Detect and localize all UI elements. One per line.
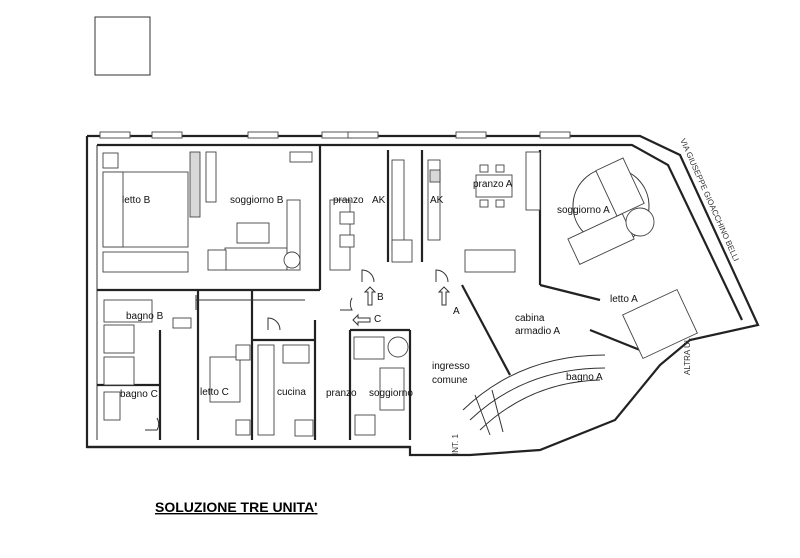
room-label-soggiorno-b: soggiorno B xyxy=(230,195,284,206)
legend-box xyxy=(94,16,151,76)
room-label-ak-left: AK xyxy=(372,195,386,206)
room-label-ak-right: AK xyxy=(430,195,444,206)
marker-a: A xyxy=(453,306,460,317)
door-swings xyxy=(145,269,449,431)
marker-b: B xyxy=(377,292,384,303)
plan-title: SOLUZIONE TRE UNITA' xyxy=(155,499,318,515)
room-label-letto-a: letto A xyxy=(610,294,638,305)
room-label-bagno-a: bagno A xyxy=(566,372,603,383)
room-label-letto-b: letto B xyxy=(122,195,151,206)
room-label-soggiorno-a: soggiorno A xyxy=(557,205,610,216)
room-label-comune: comune xyxy=(432,375,468,386)
room-label-letto-c: letto C xyxy=(200,387,229,398)
room-label-cucina: cucina xyxy=(277,387,306,398)
other-units-label: ALTRA UI. xyxy=(683,338,692,375)
room-label-pranzo-c: pranzo xyxy=(326,388,357,399)
room-label-ingresso: ingresso xyxy=(432,361,470,372)
room-label-pranzo-a: pranzo A xyxy=(473,179,513,190)
room-label-soggiorno-c: soggiorno xyxy=(369,388,413,399)
windows-top xyxy=(99,131,571,139)
room-label-bagno-c: bagno C xyxy=(120,389,158,400)
entry-arrows xyxy=(352,286,451,327)
street-label: VIA GIUSEPPE GIOACCHINO BELLI xyxy=(678,137,740,263)
common-stairs xyxy=(462,354,606,436)
furniture xyxy=(102,151,698,437)
outer-walls xyxy=(85,134,760,457)
room-label-pranzo: pranzo xyxy=(333,195,364,206)
marker-c: C xyxy=(374,314,381,325)
room-label-bagno-b: bagno B xyxy=(126,311,164,322)
entrance-label: INT. 1 xyxy=(451,434,460,455)
room-label-armadio-a: armadio A xyxy=(515,326,560,337)
room-label-cabina: cabina xyxy=(515,313,545,324)
